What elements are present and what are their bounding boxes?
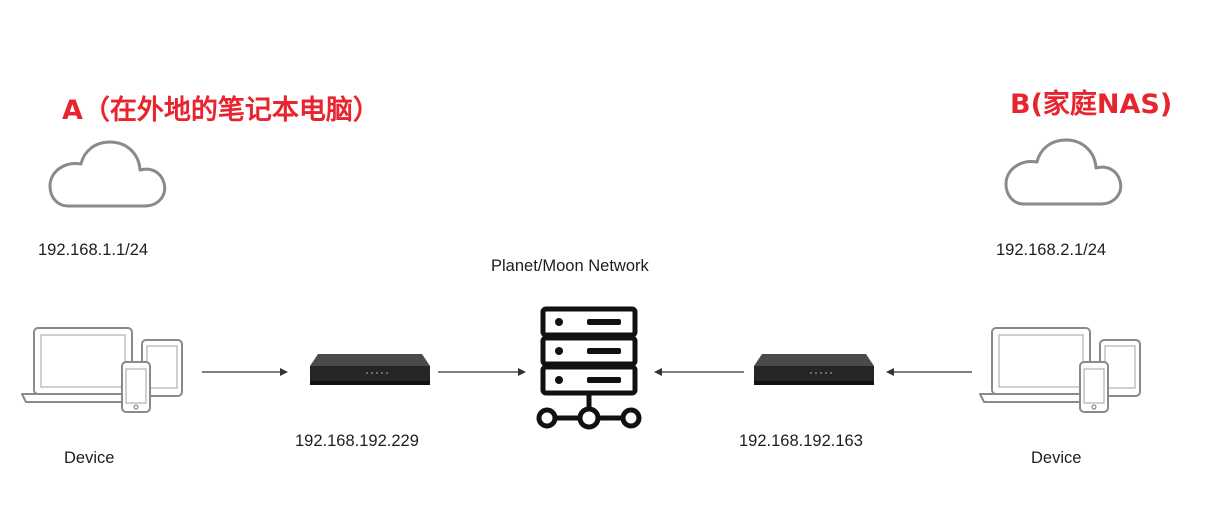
devices-icon (21, 327, 183, 413)
site-a-subnet: 192.168.1.1/24 (38, 241, 149, 259)
devices-icon (979, 327, 1141, 413)
cloud-icon (48, 140, 167, 208)
arrow-left-icon (886, 368, 972, 376)
arrow-right-icon (202, 368, 288, 376)
site-b-device-label: Device (1031, 449, 1082, 467)
site-b-subnet: 192.168.2.1/24 (996, 241, 1107, 259)
server-icon (536, 306, 642, 430)
site-a-title: A（在外地的笔记本电脑） (62, 95, 380, 126)
arrow-right-icon (438, 368, 526, 376)
router-icon (310, 354, 430, 385)
site-b-title: B(家庭NAS) (1010, 89, 1173, 120)
cloud-icon (1004, 138, 1123, 206)
site-a-router-ip: 192.168.192.229 (295, 432, 419, 450)
site-b-router-ip: 192.168.192.163 (739, 432, 863, 450)
site-a-device-label: Device (64, 449, 115, 467)
arrow-left-icon (654, 368, 744, 376)
center-label: Planet/Moon Network (491, 257, 649, 275)
router-icon (754, 354, 874, 385)
